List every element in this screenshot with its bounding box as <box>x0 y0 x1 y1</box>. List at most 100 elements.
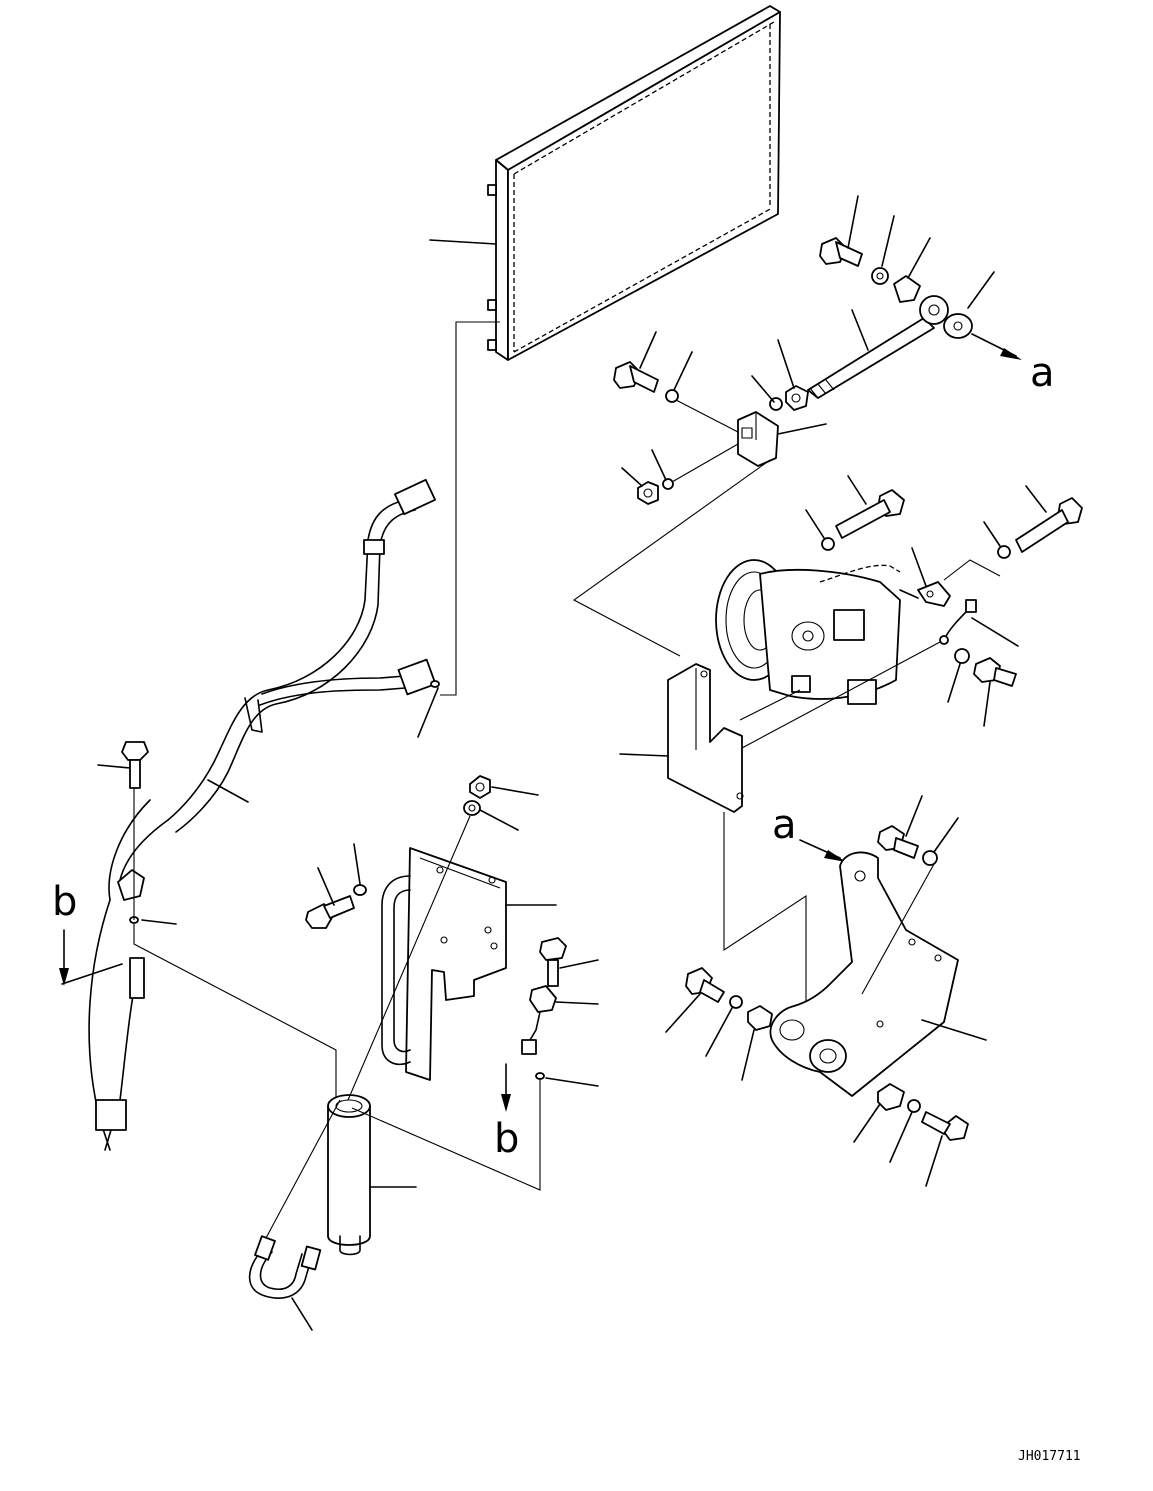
ac-compressor <box>716 560 918 704</box>
pressure-switch <box>522 986 556 1054</box>
lower-bracket-bolt-right <box>922 1112 968 1140</box>
leader-block-nut <box>622 468 642 486</box>
compressor-bolt-center <box>836 490 904 538</box>
lower-bracket-collar <box>748 1006 772 1030</box>
leader-lower-mount-bracket <box>922 1020 986 1040</box>
hose-oring <box>431 681 439 687</box>
view-a-bottom-marker: a <box>772 802 846 862</box>
route-hose-to-receiver <box>134 924 336 1100</box>
leader-compressor-bolt-lower <box>984 682 990 726</box>
leader-switch-oring <box>546 1078 598 1086</box>
pressure-switch-bolt <box>540 938 566 986</box>
leader-lower-bracket-bolt-top <box>906 796 922 836</box>
route-switch-to-receiver <box>352 1078 540 1190</box>
rod-nut <box>786 386 808 410</box>
block-washer <box>666 390 678 402</box>
compressor-washer-center <box>822 538 834 550</box>
refrigerant-hose <box>89 480 435 1150</box>
adjust-rod <box>808 296 948 398</box>
leader-hose-bolt <box>98 765 130 768</box>
leader-u-hose <box>292 1298 312 1330</box>
route-block-nut <box>672 444 738 482</box>
condenser <box>488 6 780 360</box>
view-b-bottom-marker: b <box>494 1064 519 1162</box>
leader-compressor-washer-lower <box>948 664 960 702</box>
bracket-nut-washer <box>464 801 480 815</box>
leader-bracket-nut-washer <box>480 810 518 830</box>
leader-compressor-mount-bracket <box>620 754 668 756</box>
leader-condenser <box>430 240 496 244</box>
bracket-nut <box>470 776 490 798</box>
u-bolt-hose <box>250 1236 321 1298</box>
leader-hose-oring-lower <box>142 920 176 924</box>
compressor-bolt-right <box>1016 498 1082 552</box>
view-label-a-bottom: a <box>772 802 797 848</box>
leader-pressure-switch <box>556 1002 598 1004</box>
leader-lower-bracket-bolt-left <box>666 994 700 1032</box>
block-nut <box>638 482 658 504</box>
block-nut-washer <box>663 479 673 489</box>
route-mount-bracket-down <box>724 812 806 1050</box>
drawing-code: JH017711 <box>1018 1449 1081 1464</box>
leader-bracket-nut <box>492 787 538 795</box>
view-a-top-marker: a <box>972 334 1055 396</box>
bracket-block <box>738 412 778 466</box>
leader-rod-nut <box>778 340 794 388</box>
view-label-b-left: b <box>52 879 77 925</box>
leader-lower-bracket-collar <box>742 1030 754 1080</box>
lower-bracket-washer-left <box>730 996 742 1008</box>
leader-large-washer <box>968 272 994 308</box>
leader-lower-bracket-washer-left <box>706 1008 732 1056</box>
leader-block-nut-washer <box>652 450 666 480</box>
leader-bracket-washer <box>354 844 360 884</box>
leader-compressor-bolt-right <box>1026 486 1046 512</box>
leader-compressor-washer-center <box>806 510 824 538</box>
tension-collar <box>894 276 920 302</box>
tension-bolt-top <box>820 238 862 266</box>
leader-lower-bracket-washer-top <box>934 818 958 852</box>
route-bracket-to-compressor <box>742 642 940 748</box>
route-uhose-to-receiver <box>266 1100 340 1238</box>
view-label-a-top: a <box>1030 350 1055 396</box>
route-lower-washer-top <box>862 864 934 994</box>
leader-tension-collar <box>908 238 930 278</box>
route-block-washer <box>676 400 738 432</box>
leader-tension-washer-top <box>882 216 894 266</box>
large-washer <box>944 314 972 338</box>
compressor-washer-lower <box>955 649 969 663</box>
leader-compressor-washer-right <box>984 522 1000 546</box>
hose-clamp-bolt <box>122 742 148 788</box>
leader-rod-washer <box>752 376 774 402</box>
bracket-bolt <box>306 896 354 928</box>
route-bracket-to-compressor-2 <box>740 690 800 720</box>
leader-compressor-bolt-center <box>848 476 866 504</box>
leader-lower-bracket-collar-right <box>854 1104 880 1142</box>
lower-bracket-collar-right <box>878 1084 904 1110</box>
lower-bracket-washer-right <box>908 1100 920 1112</box>
route-block-to-bracket <box>574 460 770 656</box>
compressor-bolt-lower <box>974 658 1016 686</box>
compressor-mount-bracket <box>668 664 743 812</box>
lower-mount-bracket <box>770 852 958 1096</box>
leader-lower-bracket-bolt-right <box>926 1136 942 1186</box>
leader-hose <box>208 780 248 802</box>
block-bolt <box>614 362 658 392</box>
leader-hose-oring <box>418 688 438 737</box>
route-clip <box>944 560 1000 580</box>
bracket-washer <box>354 885 366 895</box>
leader-tension-bolt-top <box>848 196 858 248</box>
leader-adjust-rod <box>852 310 868 350</box>
leader-block-washer <box>674 352 692 390</box>
compressor-washer-right <box>998 546 1010 558</box>
lower-bracket-washer-top <box>923 851 937 865</box>
lower-bracket-bolt-left <box>686 968 724 1002</box>
leader-lower-bracket-washer-right <box>890 1112 912 1162</box>
route-condenser-to-hose <box>440 322 500 695</box>
compressor-wire <box>940 600 976 644</box>
tension-washer-top <box>872 268 888 284</box>
route-nut-to-receiver <box>348 816 470 1100</box>
view-label-b-bottom: b <box>494 1116 519 1162</box>
leader-compressor-clip <box>912 548 926 586</box>
receiver-drier <box>328 1095 370 1255</box>
